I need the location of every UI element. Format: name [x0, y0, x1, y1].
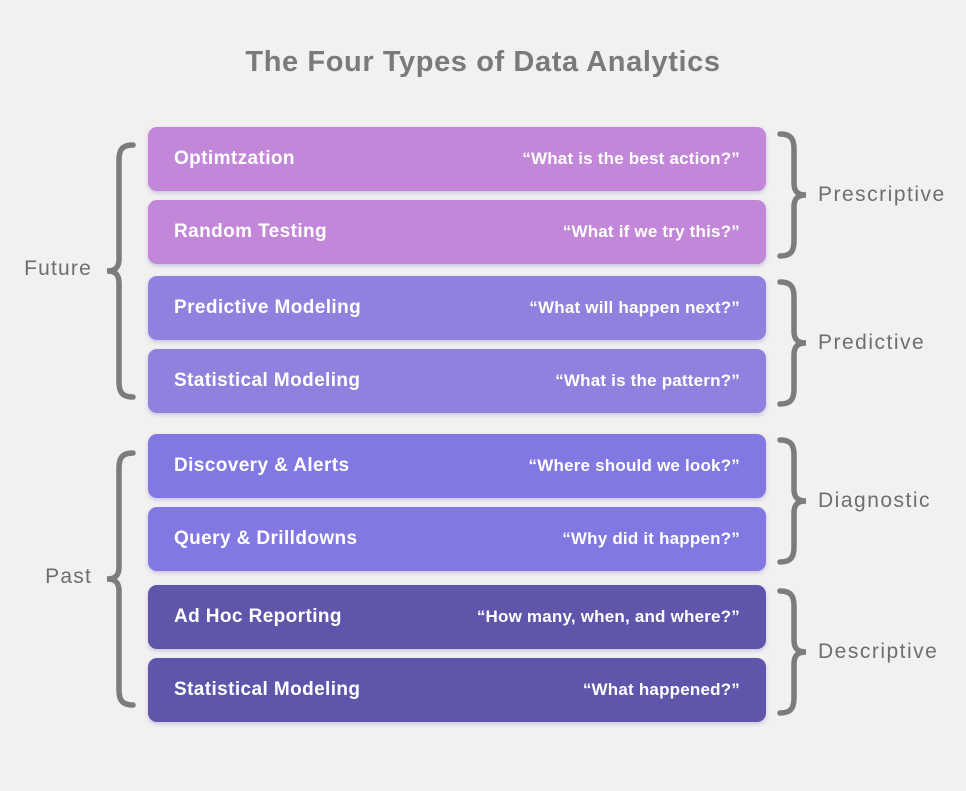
bar-question: “How many, when, and where?” [476, 607, 740, 626]
category-label-prescriptive: Prescriptive [818, 183, 946, 206]
bar-question: “Where should we look?” [528, 456, 740, 475]
category-label-descriptive: Descriptive [818, 640, 939, 663]
category-label-diagnostic: Diagnostic [818, 489, 932, 512]
predictive-brace-icon [777, 279, 807, 407]
bar-label: Query & Drilldowns [174, 528, 358, 549]
bar-label: Random Testing [174, 221, 328, 242]
page-title: The Four Types of Data Analytics [245, 46, 721, 78]
future-brace-icon [106, 142, 136, 400]
bar-label: Discovery & Alerts [174, 455, 350, 476]
time-label-past: Past [45, 565, 92, 588]
bar-optimization: Optimtzation “What is the best action?” [148, 127, 766, 191]
bar-question: “What is the pattern?” [555, 371, 740, 390]
bar-question: “What is the best action?” [522, 149, 740, 168]
bar-label: Ad Hoc Reporting [174, 606, 342, 627]
category-label-predictive: Predictive [818, 331, 926, 354]
bar-question: “What happened?” [582, 680, 740, 699]
time-label-future: Future [24, 257, 92, 280]
bar-label: Optimtzation [174, 148, 295, 169]
past-brace-icon [106, 450, 136, 708]
prescriptive-brace-icon [777, 131, 807, 259]
bar-ad-hoc-reporting: Ad Hoc Reporting “How many, when, and wh… [148, 585, 766, 649]
bar-label: Predictive Modeling [174, 297, 362, 318]
bar-question: “Why did it happen?” [562, 529, 740, 548]
bar-question: “What if we try this?” [562, 222, 740, 241]
bar-discovery-alerts: Discovery & Alerts “Where should we look… [148, 434, 766, 498]
bar-random-testing: Random Testing “What if we try this?” [148, 200, 766, 264]
bar-statistical-modeling-descriptive: Statistical Modeling “What happened?” [148, 658, 766, 722]
bar-label: Statistical Modeling [174, 679, 361, 700]
bar-query-drilldowns: Query & Drilldowns “Why did it happen?” [148, 507, 766, 571]
bar-predictive-modeling: Predictive Modeling “What will happen ne… [148, 276, 766, 340]
bar-question: “What will happen next?” [529, 298, 740, 317]
bar-statistical-modeling-predictive: Statistical Modeling “What is the patter… [148, 349, 766, 413]
bar-label: Statistical Modeling [174, 370, 361, 391]
descriptive-brace-icon [777, 588, 807, 716]
diagnostic-brace-icon [777, 437, 807, 565]
